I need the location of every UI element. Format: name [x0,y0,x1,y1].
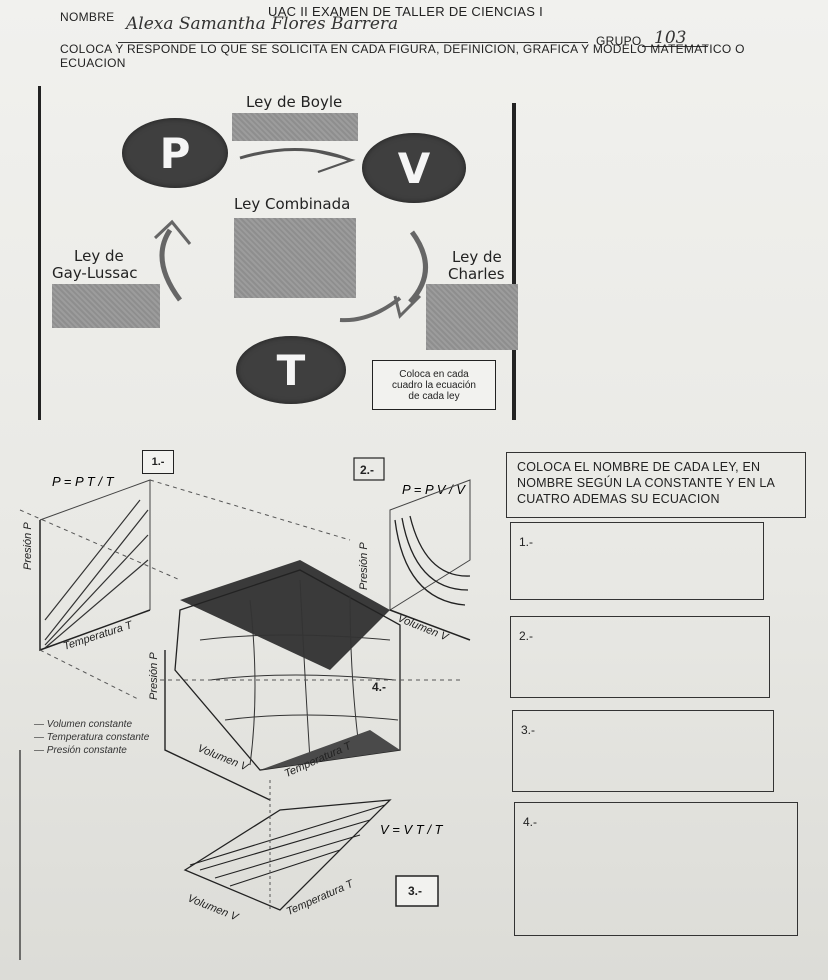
diagram-right-border [512,103,516,420]
answer-4-label: 4.- [523,815,538,829]
g2-plane [389,479,471,611]
gay-lussac-label-1: Ley de [74,247,124,265]
g2-volume-axis [389,609,471,641]
answer-box-2[interactable]: 2.- [510,616,770,698]
answer-3-label: 3.- [521,723,536,737]
name-label: NOMBRE [60,10,115,24]
exam-title: UAC II EXAMEN DE TALLER DE CIENCIAS I [268,4,544,19]
g2-isotherms [394,515,471,606]
p-circle: P [122,118,228,188]
charles-answer-box[interactable] [426,284,518,350]
eq-charles: V = V T / T [380,822,444,837]
gay-lussac-label-2: Gay-Lussac [52,264,138,282]
t-circle: T [236,336,346,404]
g3-isobars [189,804,386,887]
eq-boyle: P = P V / V [402,482,466,497]
legend-temperature-constant: — Temperatura constante [34,732,150,743]
answer-box-4[interactable]: 4.- [514,802,798,936]
arrow-gay-lussac-head [153,219,192,245]
charles-label-2: Charles [448,265,505,283]
arrow-gay-lussac [159,228,183,302]
g3-plane [183,799,392,911]
g3-label-box [395,875,439,907]
group-label: GRUPO [596,34,642,48]
answer-box-1[interactable]: 1.- [510,522,764,600]
group-value: 103 [654,28,687,48]
combined-answer-box[interactable] [234,218,356,298]
surface-bottom-shade [260,730,400,770]
surface-grid-lines [199,579,399,766]
g2-label-box [353,457,385,481]
instruction-note-box: Coloca en cada cuadro la ecuación de cad… [372,360,496,410]
note-line-2: cuadro la ecuación [392,379,476,391]
graph-2-label: 2.- [360,463,375,477]
g1-pressure-axis-label: Presión P [22,522,34,570]
surface-axes [164,650,271,801]
gay-lussac-answer-box[interactable] [52,284,160,328]
legend-volume-constant: — Volumen constante [34,719,133,730]
surface-pressure-axis-label: Presión P [148,652,160,700]
boyle-answer-box[interactable] [232,113,358,141]
graph-1-label: 1.- [142,450,174,474]
surface-top-shade [180,560,390,670]
answer-1-label: 1.- [519,535,534,549]
instructions-continued: ECUACION [60,56,126,70]
note-line-3: de cada ley [408,390,460,402]
instructions: COLOCA Y RESPONDE LO QUE SE SOLICITA EN … [60,42,745,56]
answer-box-3[interactable]: 3.- [512,710,774,792]
arrow-p-to-v-head [309,149,356,173]
cycle-arrows [153,147,428,323]
charles-label-1: Ley de [452,248,502,266]
prompt-text: COLOCA EL NOMBRE DE CADA LEY, EN NOMBRE … [517,460,775,506]
answer-2-label: 2.- [519,629,534,643]
g1-back-plane [39,479,151,610]
arrow-t-to-charles [339,296,402,323]
boyle-label: Ley de Boyle [246,93,343,111]
g2-pressure-axis-label: Presión P [358,542,370,590]
note-line-1: Coloca en cada [399,368,469,380]
graph-legend: — Volumen constante — Temperatura consta… [34,718,149,757]
legend-pressure-constant: — Presión constante [34,745,127,756]
eq-gay-lussac: P = P T / T [52,474,115,489]
graph-4-label: 4.- [372,680,387,694]
prompt-box: COLOCA EL NOMBRE DE CADA LEY, EN NOMBRE … [506,452,806,518]
graph-3-label: 3.- [408,884,423,898]
g1-isochores [44,499,149,649]
arrow-charles [408,230,428,304]
v-circle: V [362,133,466,203]
name-value: Alexa Samantha Flores Barrera [126,14,399,34]
diagram-left-border [38,86,41,420]
combined-label: Ley Combinada [234,195,351,213]
pvt-graphs: P = P T / T P = P V / V V = V T / T [19,457,471,960]
